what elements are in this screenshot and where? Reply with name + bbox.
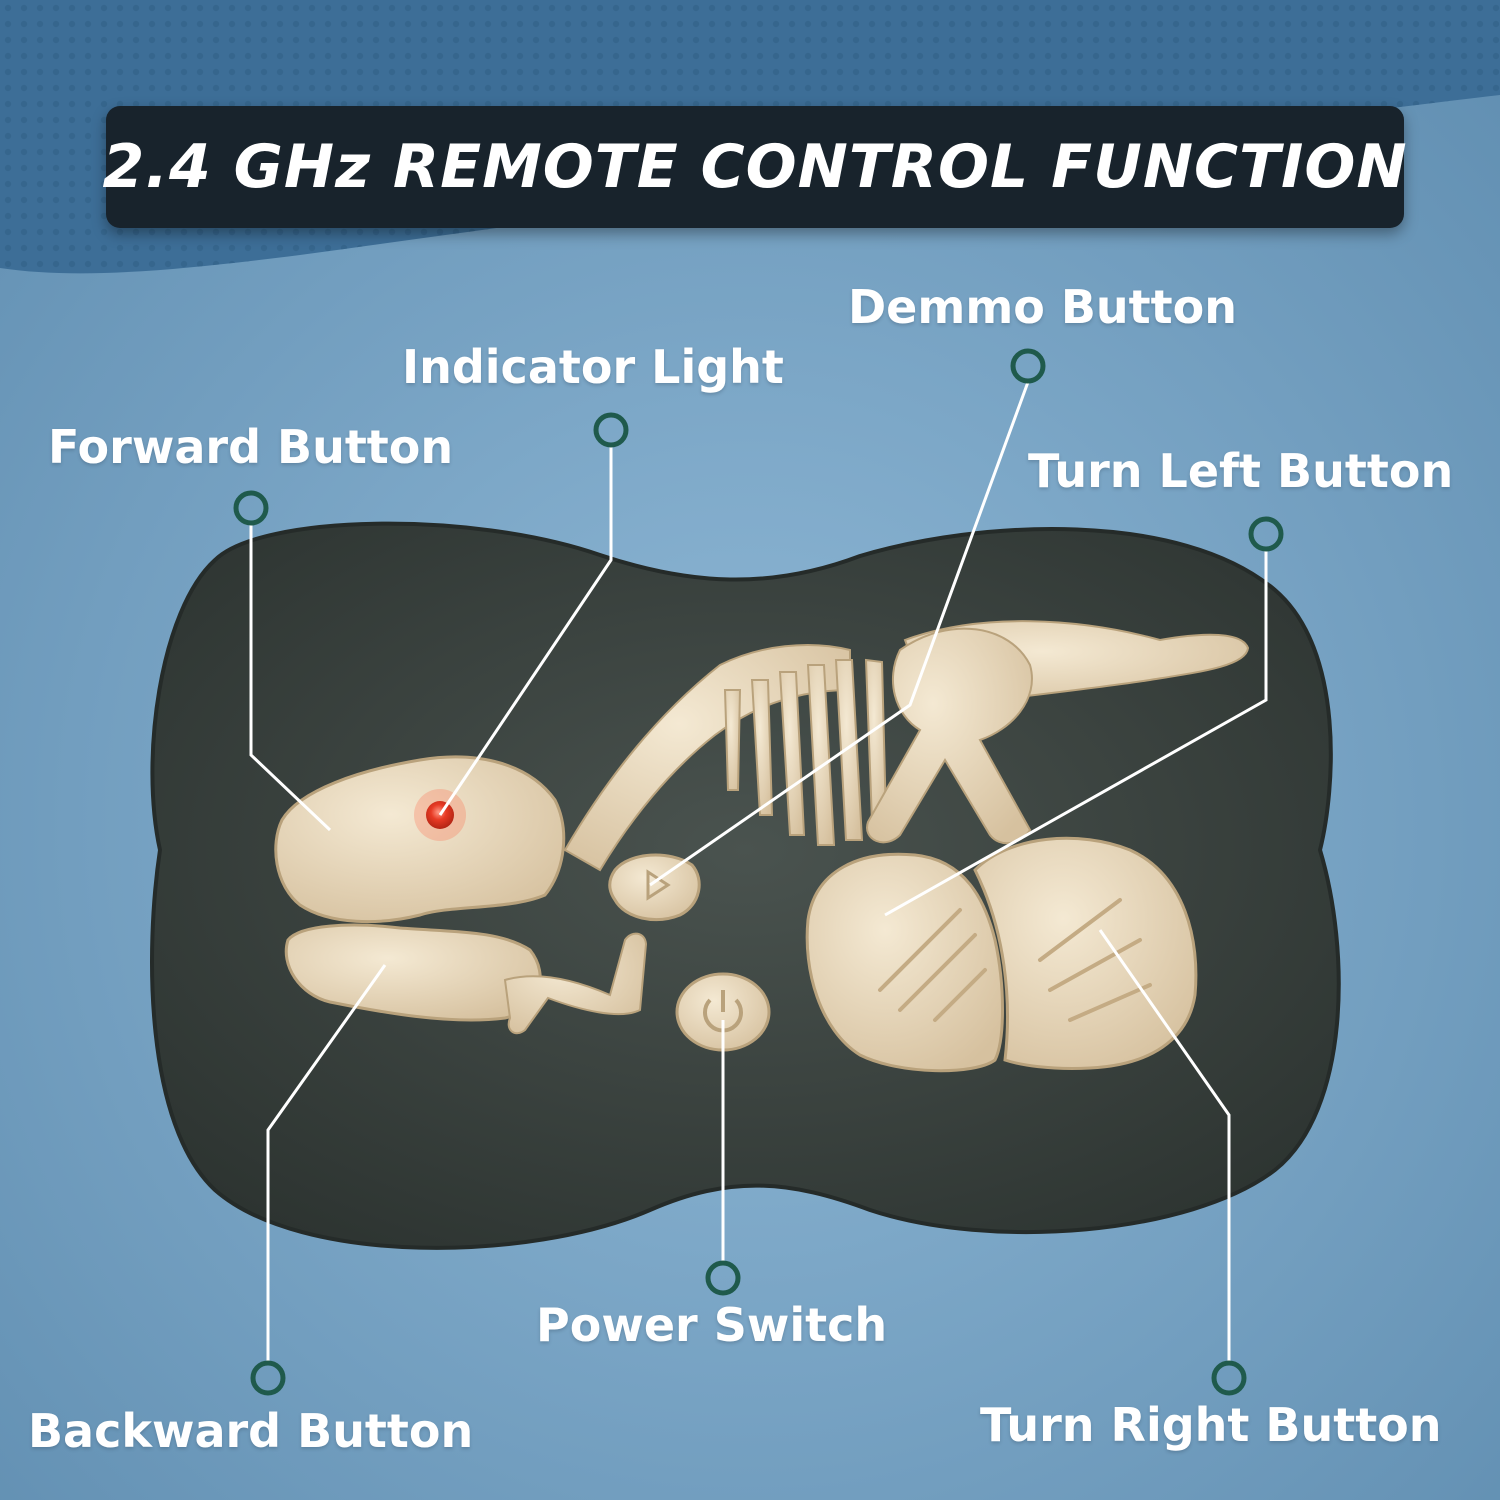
claw-print-detail — [878, 898, 1152, 1022]
indicator-light-label: Indicator Light — [402, 340, 784, 394]
turn-right-marker — [1211, 1360, 1247, 1396]
forward-marker — [233, 490, 269, 526]
forward-button-skull[interactable] — [274, 755, 566, 924]
demo-button[interactable] — [608, 853, 701, 922]
demo-button-label: Demmo Button — [848, 280, 1238, 334]
page-title: 2.4 GHz REMOTE CONTROL FUNCTION — [102, 132, 1408, 202]
backward-marker — [250, 1360, 286, 1396]
turn-left-button-label: Turn Left Button — [1028, 444, 1454, 498]
callout-lines — [249, 381, 1268, 1362]
demo-marker — [1010, 348, 1046, 384]
turn-right-button[interactable] — [973, 836, 1198, 1070]
dino-ribs — [723, 658, 888, 846]
indicator-marker — [593, 412, 629, 448]
power-marker — [705, 1260, 741, 1296]
backward-button-label: Backward Button — [28, 1404, 474, 1458]
dino-arm — [503, 932, 648, 1035]
power-switch-label: Power Switch — [536, 1298, 888, 1352]
callout-markers — [233, 348, 1284, 1396]
title-banner: 2.4 GHz REMOTE CONTROL FUNCTION — [102, 106, 1407, 228]
turn-right-button-label: Turn Right Button — [980, 1398, 1442, 1452]
forward-button-label: Forward Button — [48, 420, 454, 474]
turn-left-marker — [1248, 516, 1284, 552]
